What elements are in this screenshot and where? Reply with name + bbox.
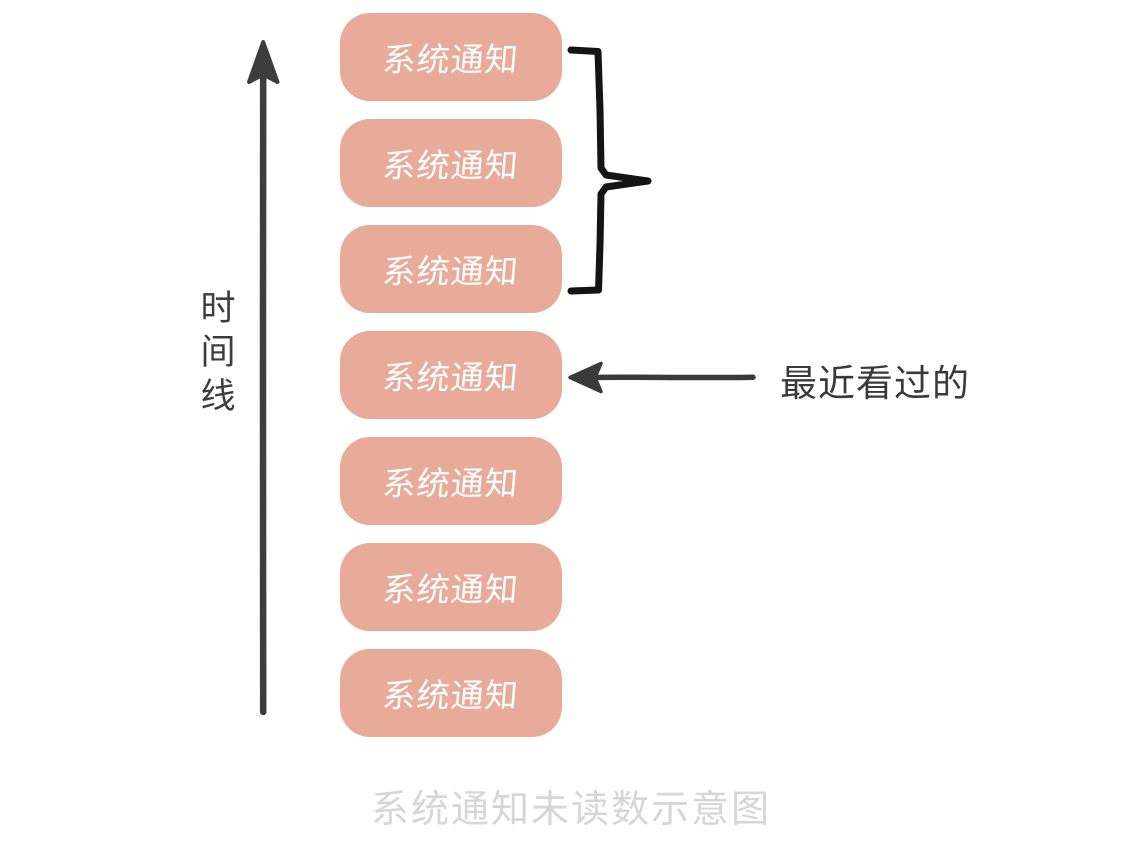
notification-box[interactable]: 系统通知 [340,225,562,313]
timeline-axis-label: 时 间 线 [186,288,250,419]
timeline-label-char-1: 时 [200,289,236,329]
grouping-brace [567,46,652,295]
notification-box[interactable]: 系统通知 [340,437,562,525]
notification-box-label: 系统通知 [381,464,521,503]
notification-box-label: 系统通知 [381,676,521,715]
notification-box-list: 系统通知 系统通知 系统通知 系统通知 系统通知 系统通知 系统通知 [340,13,562,737]
diagram-caption: 系统通知未读数示意图 [370,787,771,831]
notification-box[interactable]: 系统通知 [340,119,562,207]
notification-box-label: 系统通知 [381,358,521,397]
recent-viewed-arrow [568,361,756,394]
notification-box-label: 系统通知 [381,570,521,609]
recent-viewed-label: 最近看过的 [780,362,970,405]
timeline-axis [247,40,280,716]
notification-box-label: 系统通知 [381,146,521,185]
notification-box[interactable]: 系统通知 [340,13,562,101]
notification-box-label: 系统通知 [381,40,521,79]
notification-box[interactable]: 系统通知 [340,543,562,631]
notification-box[interactable]: 系统通知 [340,331,562,419]
timeline-label-char-3: 线 [200,376,236,417]
notification-box-label: 系统通知 [381,252,521,291]
timeline-label-char-2: 间 [200,332,236,373]
notification-box[interactable]: 系统通知 [340,649,562,737]
